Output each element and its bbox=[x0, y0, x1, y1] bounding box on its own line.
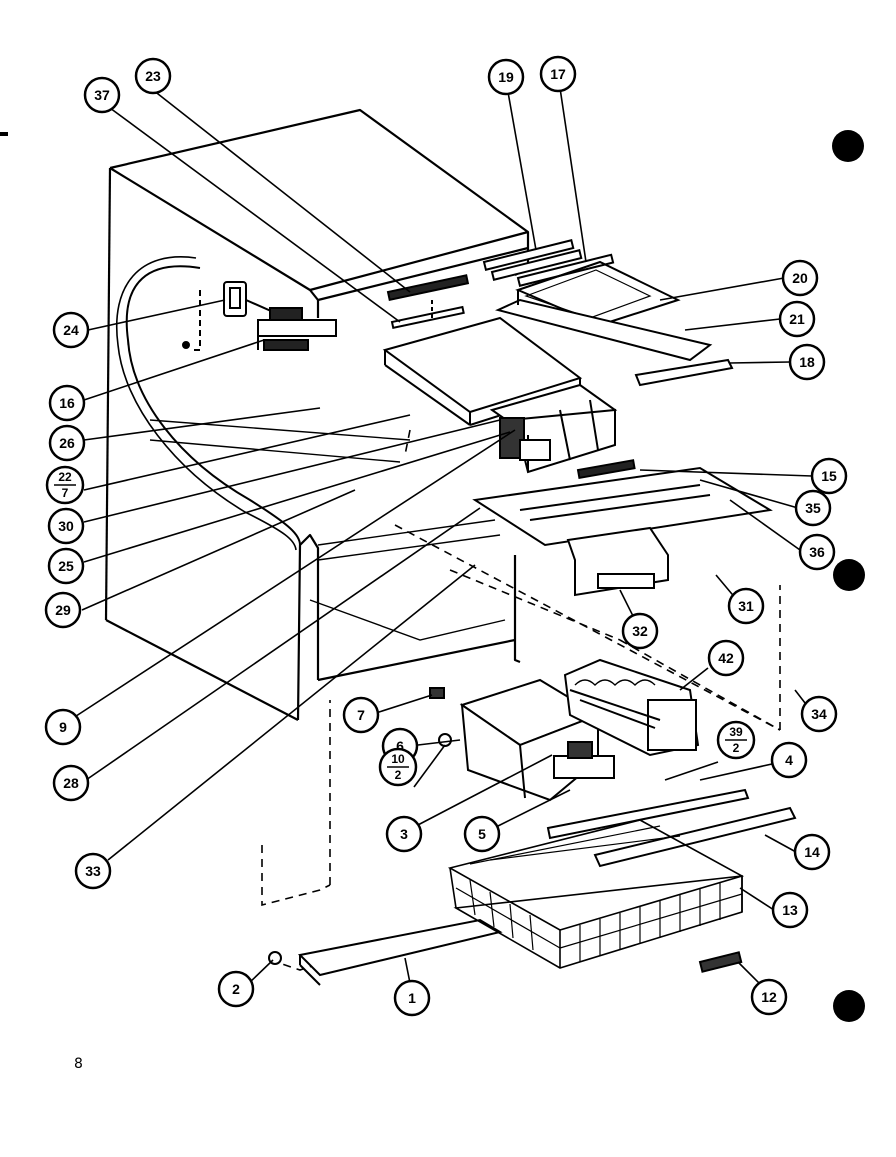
svg-text:2: 2 bbox=[395, 768, 402, 782]
svg-text:4: 4 bbox=[785, 752, 793, 768]
svg-text:10: 10 bbox=[391, 752, 405, 766]
ice-maker-housing bbox=[489, 383, 618, 474]
callout-23: 23 bbox=[134, 57, 172, 95]
svg-text:30: 30 bbox=[58, 518, 74, 534]
callout-14: 14 bbox=[793, 833, 831, 871]
cabinet-outline bbox=[104, 108, 530, 721]
callout-34: 34 bbox=[800, 695, 838, 733]
svg-text:32: 32 bbox=[632, 623, 648, 639]
svg-text:2: 2 bbox=[232, 981, 240, 997]
svg-text:7: 7 bbox=[357, 707, 365, 723]
dashed-shelf-outline bbox=[261, 429, 781, 971]
callout-31: 31 bbox=[727, 587, 765, 625]
svg-text:15: 15 bbox=[821, 468, 837, 484]
basket-wires bbox=[455, 825, 743, 962]
edge-mark-left bbox=[0, 132, 8, 136]
svg-text:1: 1 bbox=[408, 990, 416, 1006]
callout-33: 33 bbox=[74, 852, 112, 890]
callout-25: 25 bbox=[47, 547, 85, 585]
svg-text:21: 21 bbox=[789, 311, 805, 327]
callout-2: 2 bbox=[217, 970, 255, 1008]
svg-text:23: 23 bbox=[145, 68, 161, 84]
svg-text:26: 26 bbox=[59, 435, 75, 451]
svg-text:16: 16 bbox=[59, 395, 75, 411]
svg-text:28: 28 bbox=[63, 775, 79, 791]
svg-text:20: 20 bbox=[792, 270, 808, 286]
svg-text:24: 24 bbox=[63, 322, 79, 338]
callout-26: 26 bbox=[48, 424, 86, 462]
callout-28: 28 bbox=[52, 764, 90, 802]
callout-36: 36 bbox=[798, 533, 836, 571]
svg-text:2: 2 bbox=[733, 741, 740, 755]
callout-20: 20 bbox=[781, 259, 819, 297]
svg-text:12: 12 bbox=[761, 989, 777, 1005]
thermostat-control-part bbox=[182, 281, 337, 351]
shelf-deck bbox=[472, 459, 773, 597]
callout-15: 15 bbox=[810, 457, 848, 495]
svg-text:37: 37 bbox=[94, 87, 110, 103]
callout-30: 30 bbox=[47, 507, 85, 545]
callout-12: 12 bbox=[750, 978, 788, 1016]
callout-1: 1 bbox=[393, 979, 431, 1017]
svg-text:39: 39 bbox=[729, 725, 743, 739]
svg-text:14: 14 bbox=[804, 844, 820, 860]
svg-text:35: 35 bbox=[805, 500, 821, 516]
svg-text:29: 29 bbox=[55, 602, 71, 618]
svg-text:33: 33 bbox=[85, 863, 101, 879]
svg-text:34: 34 bbox=[811, 706, 827, 722]
tubing-line bbox=[125, 265, 301, 546]
callout-3: 3 bbox=[385, 815, 423, 853]
svg-text:6: 6 bbox=[396, 738, 404, 754]
binder-hole-bottom bbox=[833, 990, 865, 1022]
inner-shelf-lines bbox=[149, 419, 506, 641]
callout-37: 37 bbox=[83, 76, 121, 114]
svg-text:22: 22 bbox=[58, 470, 72, 484]
svg-text:25: 25 bbox=[58, 558, 74, 574]
callout-32: 32 bbox=[621, 612, 659, 650]
callout-29: 29 bbox=[44, 591, 82, 629]
svg-text:17: 17 bbox=[550, 66, 566, 82]
svg-text:42: 42 bbox=[718, 650, 734, 666]
callout-17: 17 bbox=[539, 55, 577, 93]
callout-13: 13 bbox=[771, 891, 809, 929]
top-rails bbox=[482, 239, 615, 287]
callout-39-over-2: 39 2 bbox=[716, 720, 756, 760]
binder-hole-middle bbox=[833, 559, 865, 591]
svg-text:36: 36 bbox=[809, 544, 825, 560]
callout-5: 5 bbox=[463, 815, 501, 853]
callout-4: 4 bbox=[770, 741, 808, 779]
ice-bin-assembly bbox=[429, 678, 615, 802]
ice-maker-unit bbox=[563, 658, 700, 757]
callout-9: 9 bbox=[44, 708, 82, 746]
page-number: 8 bbox=[74, 1056, 83, 1072]
leader-lines bbox=[69, 87, 813, 993]
wire-basket bbox=[447, 819, 745, 969]
svg-text:3: 3 bbox=[400, 826, 408, 842]
callout-35: 35 bbox=[794, 489, 832, 527]
svg-text:18: 18 bbox=[799, 354, 815, 370]
top-shelf-assembly bbox=[382, 274, 583, 426]
svg-text:19: 19 bbox=[498, 69, 514, 85]
svg-text:9: 9 bbox=[59, 719, 67, 735]
callout-22-over-7: 22 7 bbox=[45, 465, 85, 505]
callout-7: 7 bbox=[342, 696, 380, 734]
callout-21: 21 bbox=[778, 300, 816, 338]
bottom-rail bbox=[268, 918, 503, 986]
svg-text:13: 13 bbox=[782, 902, 798, 918]
callout-10-over-2: 10 2 bbox=[378, 747, 418, 787]
binder-hole-top bbox=[832, 130, 864, 162]
callout-18: 18 bbox=[788, 343, 826, 381]
svg-text:7: 7 bbox=[62, 486, 69, 500]
callout-19: 19 bbox=[487, 58, 525, 96]
callout-24: 24 bbox=[52, 311, 90, 349]
evaporator-cover bbox=[495, 260, 734, 387]
callout-16: 16 bbox=[48, 384, 86, 422]
callout-42: 42 bbox=[707, 639, 745, 677]
svg-text:5: 5 bbox=[478, 826, 486, 842]
svg-text:31: 31 bbox=[738, 598, 754, 614]
basket-rails bbox=[546, 788, 797, 973]
